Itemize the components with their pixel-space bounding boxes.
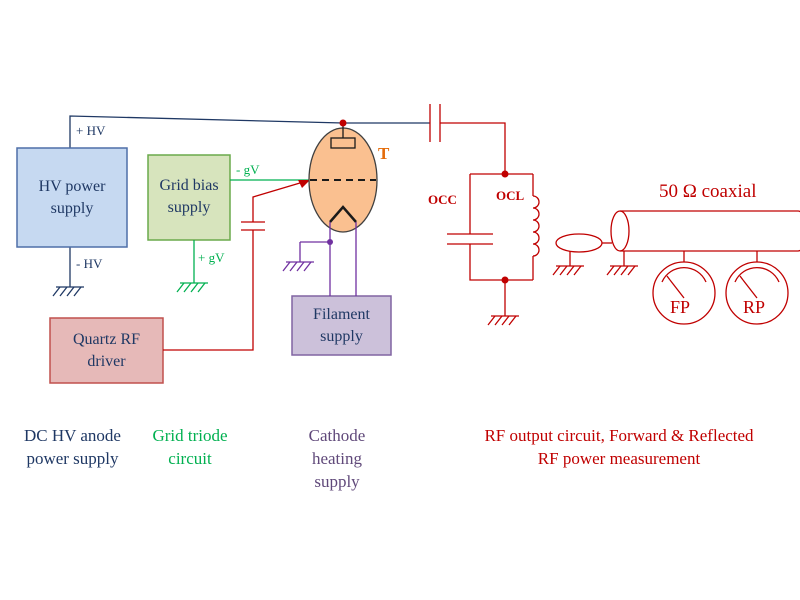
anode-node <box>339 119 347 127</box>
occ-label: OCC <box>428 192 457 207</box>
caption-grid: Grid triode circuit <box>152 426 228 468</box>
fp-meter <box>652 261 716 325</box>
hv-wiring <box>52 115 430 297</box>
grid-supply-label: Grid bias supply <box>159 177 219 216</box>
grid-plus-label: + gV <box>198 250 225 265</box>
rp-meter <box>725 261 789 325</box>
caption-rf-output: RF output circuit, Forward & Reflected R… <box>484 426 754 468</box>
hv-minus-label: - HV <box>76 256 103 271</box>
rf-output-wiring <box>429 104 800 326</box>
caption-dc-hv: DC HV anode power supply <box>24 426 121 468</box>
hv-plus-label: + HV <box>76 123 106 138</box>
tube-label: T <box>378 144 390 163</box>
tank-node-top <box>501 170 509 178</box>
grid-supply-box <box>147 154 231 241</box>
triode-tube <box>308 127 378 233</box>
ocl-label: OCL <box>496 188 525 203</box>
coax-label: 50 Ω coaxial <box>659 181 757 202</box>
fp-label: FP <box>670 297 691 317</box>
tank-node-bottom <box>501 276 509 284</box>
filament-wiring <box>282 222 357 296</box>
hv-supply-label: HV power supply <box>38 178 106 217</box>
filament-supply-label: Filament supply <box>313 305 370 345</box>
grid-wiring <box>176 179 310 293</box>
filament-node <box>327 239 333 245</box>
grid-arrow <box>298 180 310 188</box>
rf-driver-label: Quartz RF driver <box>72 330 141 370</box>
rp-label: RP <box>743 297 766 317</box>
hv-supply-box <box>16 147 128 248</box>
caption-cathode: Cathode heating supply <box>308 426 366 491</box>
filament-supply-box <box>291 295 392 356</box>
grid-minus-label: - gV <box>236 162 260 177</box>
driver-wiring <box>163 179 311 351</box>
